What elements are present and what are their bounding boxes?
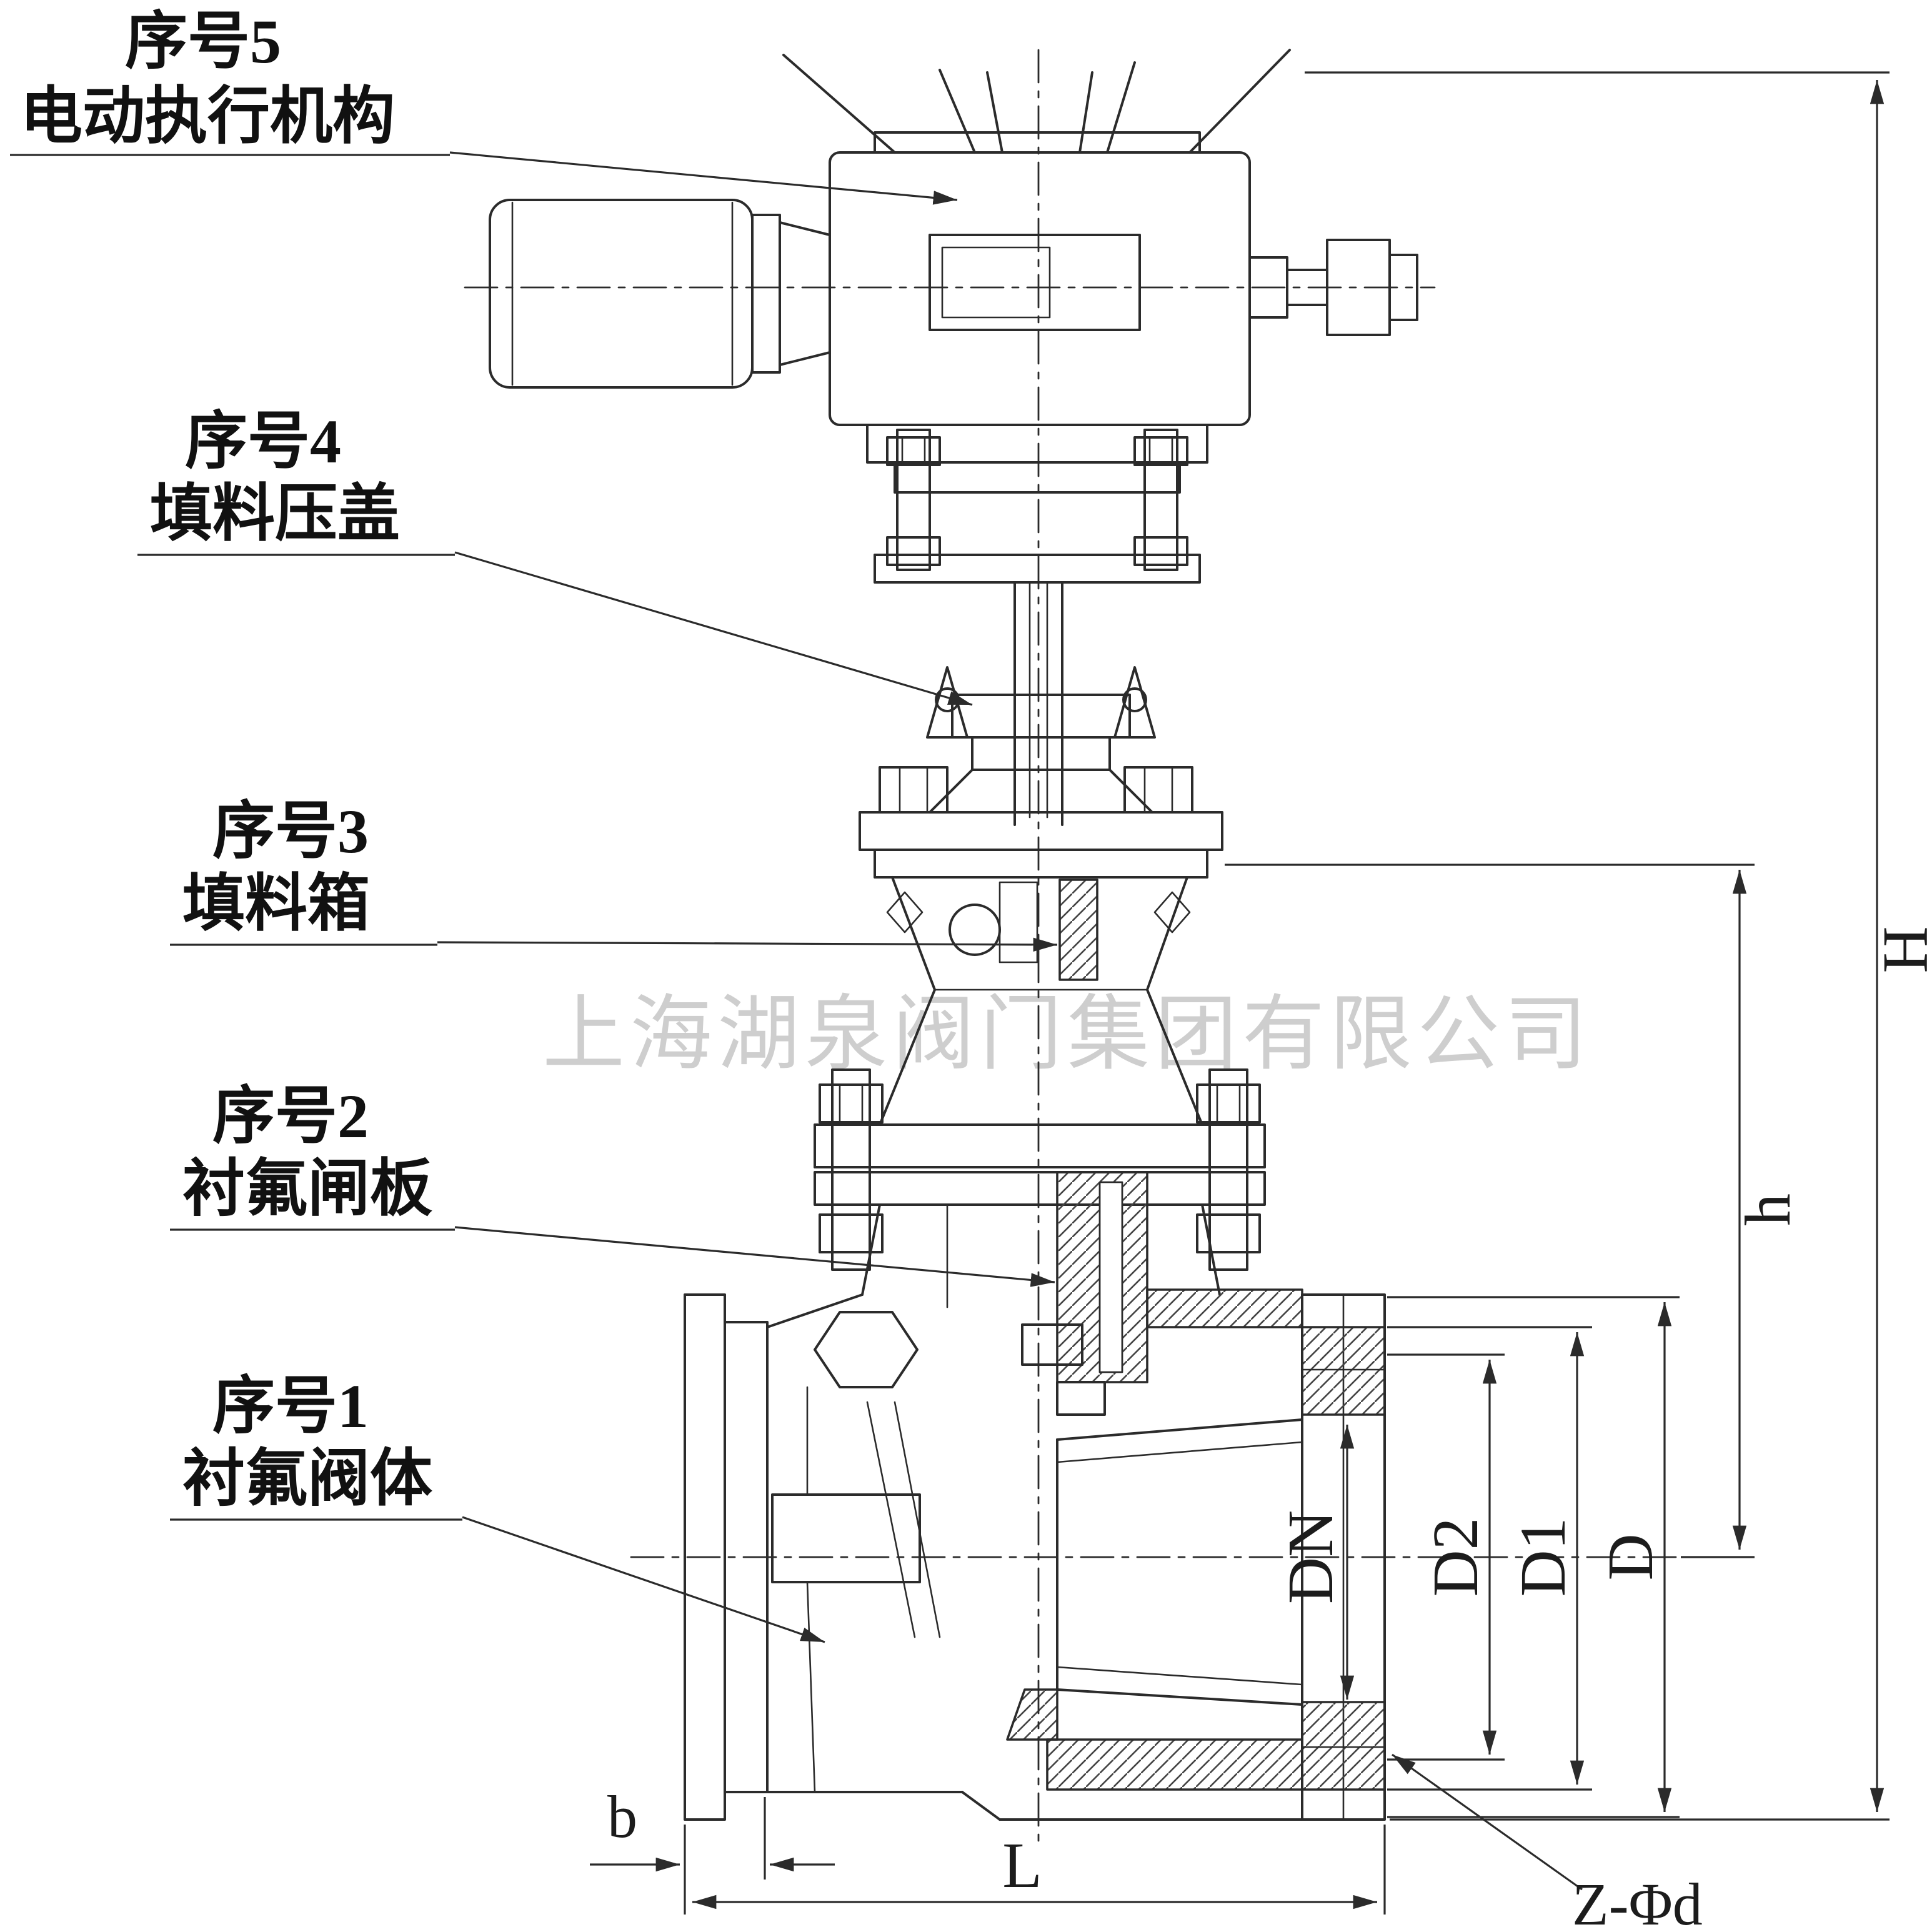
callout-5-leader: [449, 151, 958, 205]
dimension-L: L: [684, 1825, 1386, 1915]
callout-4: 序号4 填料压盖: [137, 407, 973, 706]
valve-stem: [1013, 581, 1063, 826]
dimension-label-L: L: [1002, 1830, 1042, 1901]
callout-1-number: 序号1: [212, 1372, 369, 1441]
dimension-D1: D1: [1387, 1326, 1592, 1791]
dimension-D: D: [1387, 1296, 1680, 1818]
callout-2: 序号2 衬氟闸板: [170, 1082, 1055, 1287]
dimension-label-D: D: [1595, 1533, 1666, 1580]
callout-5: 序号5 电动执行机构: [10, 7, 958, 205]
callout-1-leader: [462, 1516, 825, 1643]
dimension-H: H: [1305, 71, 1932, 1821]
yoke-bolting: [874, 429, 1201, 584]
callout-4-name: 填料压盖: [150, 479, 400, 549]
callout-1: 序号1 衬氟阀体: [170, 1372, 825, 1643]
callouts: 序号5 电动执行机构 序号4 填料压盖 序号3 填料箱 序号2 衬氟闸板: [10, 7, 1058, 1643]
dimension-DN: DN: [1275, 1425, 1355, 1700]
bonnet-flange: [859, 766, 1223, 934]
lined-gate-disc: [1021, 1171, 1148, 1416]
callout-4-leader: [454, 551, 973, 706]
valve-drawing: [464, 49, 1682, 1851]
dimension-z-phi-d: Z-Φd: [1392, 1753, 1703, 1932]
callout-3-leader: [437, 937, 1058, 952]
dimension-label-H: H: [1870, 926, 1932, 973]
bonnet-body: [814, 988, 1266, 1308]
callout-2-number: 序号2: [212, 1082, 369, 1151]
dimension-h: h: [1225, 864, 1804, 1558]
callout-2-name: 衬氟闸板: [182, 1154, 432, 1223]
handwheel-icon: [782, 49, 1291, 154]
dimension-label-z-phi-d: Z-Φd: [1572, 1871, 1703, 1932]
watermark-text: 上海湖泉阀门集团有限公司: [542, 988, 1592, 1080]
callout-3-number: 序号3: [212, 797, 369, 866]
stuffing-box: [891, 876, 1188, 991]
dimension-label-h: h: [1732, 1193, 1804, 1226]
callout-5-number: 序号5: [125, 7, 281, 76]
dimension-label-DN: DN: [1275, 1510, 1347, 1604]
callout-3: 序号3 填料箱: [170, 797, 1058, 952]
callout-3-name: 填料箱: [182, 869, 370, 939]
callout-5-name: 电动执行机构: [20, 82, 395, 151]
dimension-b: b: [590, 1783, 835, 1880]
dimension-label-b: b: [607, 1783, 637, 1850]
callout-4-number: 序号4: [185, 407, 341, 476]
motor: [489, 199, 831, 389]
lined-valve-body: [684, 1288, 1386, 1821]
dimension-label-D1: D1: [1507, 1517, 1579, 1596]
callout-1-name: 衬氟阀体: [182, 1444, 432, 1513]
dimension-label-D2: D2: [1420, 1517, 1491, 1596]
packing-gland: [926, 666, 1156, 814]
callout-2-leader: [454, 1226, 1055, 1287]
dimensions: H h D D1 D2: [590, 71, 1932, 1932]
